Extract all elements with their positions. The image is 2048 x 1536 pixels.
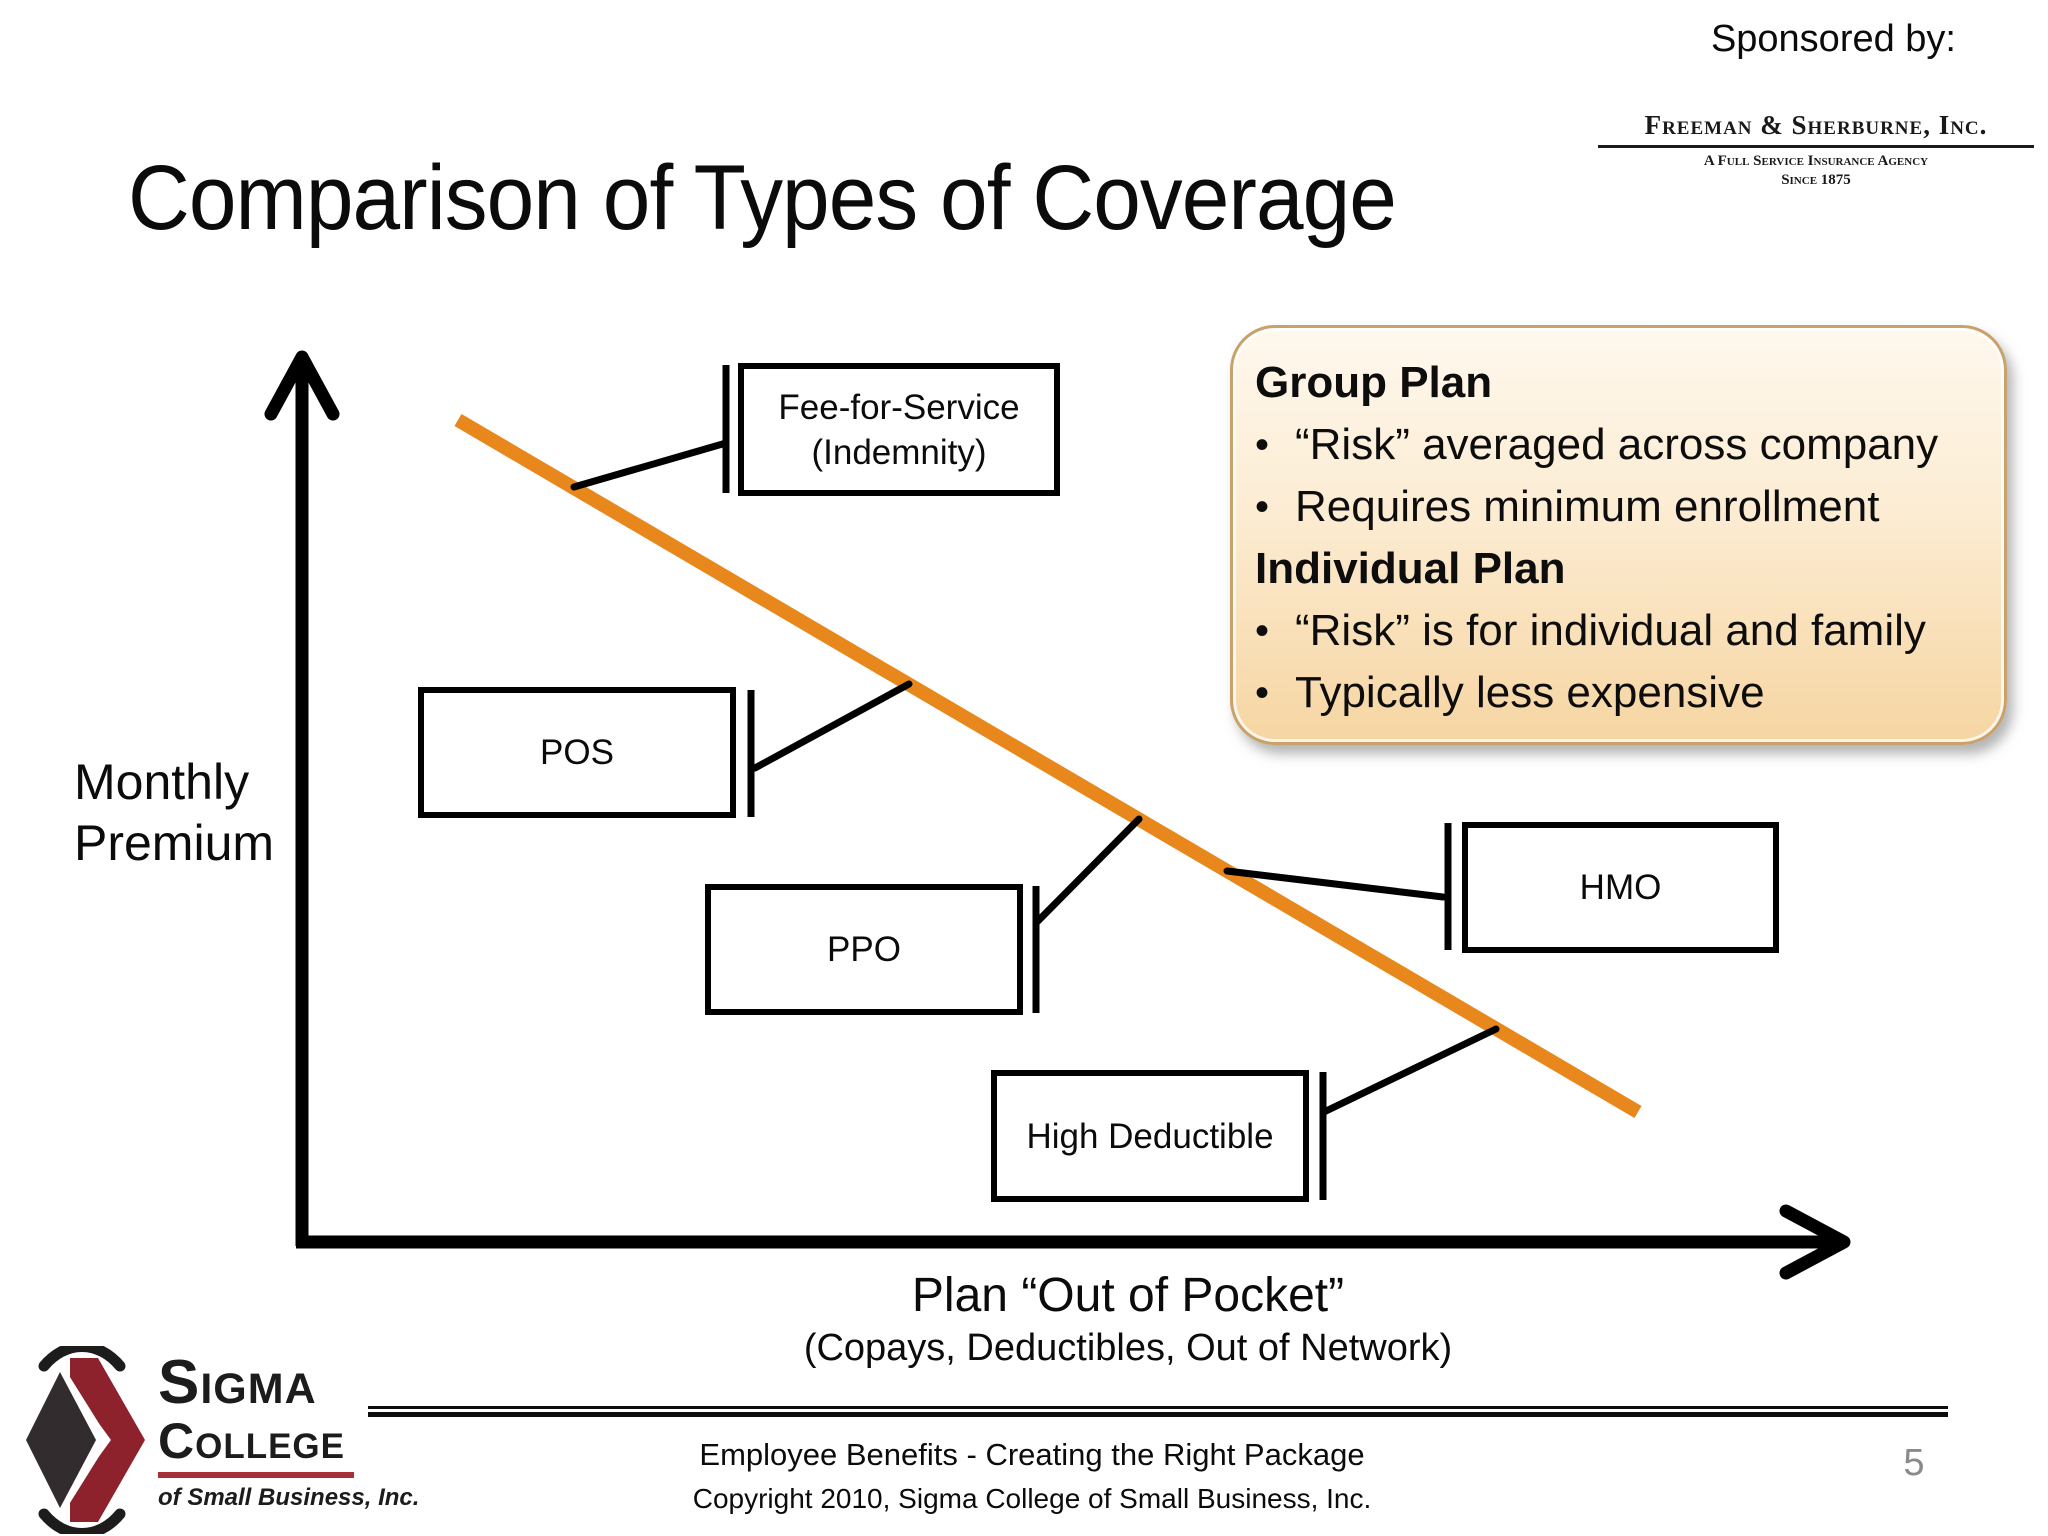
plan-comparison-callout: Group Plan • “Risk” averaged across comp… bbox=[1230, 325, 2007, 745]
plan-box-hmo: HMO bbox=[1462, 822, 1779, 953]
connector-ppo bbox=[1033, 815, 1143, 926]
plan-box-fee-for-service: Fee-for-Service (Indemnity) bbox=[738, 363, 1060, 496]
bullet-icon: • bbox=[1255, 670, 1270, 715]
footer-title: Employee Benefits - Creating the Right P… bbox=[699, 1437, 1365, 1472]
connector-fee-for-service bbox=[570, 439, 730, 491]
sponsor-logo-since: Since 1875 bbox=[1781, 172, 1851, 188]
sigma-emblem-icon bbox=[18, 1346, 146, 1534]
plan-box-label: POS bbox=[540, 733, 614, 772]
plan-box-pos: POS bbox=[418, 687, 736, 818]
sigma-logo-text: Sigma College of Small Business, Inc. bbox=[158, 1348, 420, 1512]
sigma-college-logo: Sigma College of Small Business, Inc. bbox=[14, 1344, 419, 1534]
callout-heading-individual-plan: Individual Plan bbox=[1255, 544, 1566, 593]
sponsor-logo: Freeman & Sherburne, Inc. A Full Service… bbox=[1598, 110, 2034, 189]
sponsored-by-label: Sponsored by: bbox=[1710, 18, 1956, 60]
footer-divider-bottom bbox=[368, 1412, 1948, 1417]
plan-box-label-line2: (Indemnity) bbox=[811, 432, 987, 472]
callout-bullet: • Typically less expensive bbox=[1233, 662, 2004, 724]
plan-box-label: HMO bbox=[1579, 868, 1662, 907]
footer-copyright: Copyright 2010, Sigma College of Small B… bbox=[692, 1483, 1372, 1514]
x-axis-label: Plan “Out of Pocket” bbox=[911, 1269, 1345, 1322]
connector-hmo bbox=[1223, 867, 1447, 901]
callout-bullet: • “Risk” is for individual and family bbox=[1233, 600, 2004, 662]
bullet-icon: • bbox=[1255, 484, 1270, 529]
callout-bullet-text: “Risk” is for individual and family bbox=[1295, 606, 1926, 655]
callout-bullet: • Requires minimum enrollment bbox=[1233, 476, 2004, 538]
sigma-logo-college: College bbox=[158, 1413, 346, 1469]
callout-heading-group-plan: Group Plan bbox=[1255, 358, 1493, 407]
connector-pos bbox=[751, 680, 913, 772]
sponsor-logo-name: Freeman & Sherburne, Inc. bbox=[1598, 110, 2034, 148]
x-axis-sublabel: (Copays, Deductibles, Out of Network) bbox=[803, 1327, 1453, 1369]
plan-box-high-deductible: High Deductible bbox=[991, 1070, 1309, 1202]
plan-box-label: Fee-for-Service bbox=[778, 387, 1020, 427]
callout-bullet: • “Risk” averaged across company bbox=[1233, 414, 2004, 476]
sigma-logo-underline bbox=[158, 1472, 354, 1478]
x-axis-arrow-icon bbox=[1779, 1204, 1851, 1280]
connector-high-deductible bbox=[1320, 1025, 1500, 1116]
plan-box-ppo: PPO bbox=[705, 884, 1023, 1015]
page-number: 5 bbox=[1903, 1442, 1925, 1484]
y-axis-label-line1: Monthly bbox=[74, 754, 250, 810]
y-axis-label: Monthly Premium bbox=[74, 752, 274, 874]
plan-box-label: High Deductible bbox=[1026, 1116, 1274, 1156]
page-title: Comparison of Types of Coverage bbox=[128, 147, 1397, 249]
bullet-icon: • bbox=[1255, 422, 1270, 467]
callout-bullet-text: “Risk” averaged across company bbox=[1295, 420, 1939, 469]
trend-line bbox=[454, 413, 1642, 1119]
bullet-icon: • bbox=[1255, 608, 1270, 653]
callout-bullet-text: Typically less expensive bbox=[1295, 668, 1765, 717]
sigma-logo-name: Sigma bbox=[158, 1348, 317, 1417]
sigma-logo-tagline: of Small Business, Inc. bbox=[158, 1484, 420, 1511]
callout-bullet-text: Requires minimum enrollment bbox=[1295, 482, 1880, 531]
sponsor-logo-tagline: A Full Service Insurance Agency bbox=[1703, 153, 1929, 169]
plan-box-label: PPO bbox=[827, 930, 901, 969]
footer-divider-top bbox=[368, 1406, 1948, 1409]
y-axis-label-line2: Premium bbox=[74, 815, 275, 871]
y-axis-arrow-icon bbox=[264, 350, 340, 421]
